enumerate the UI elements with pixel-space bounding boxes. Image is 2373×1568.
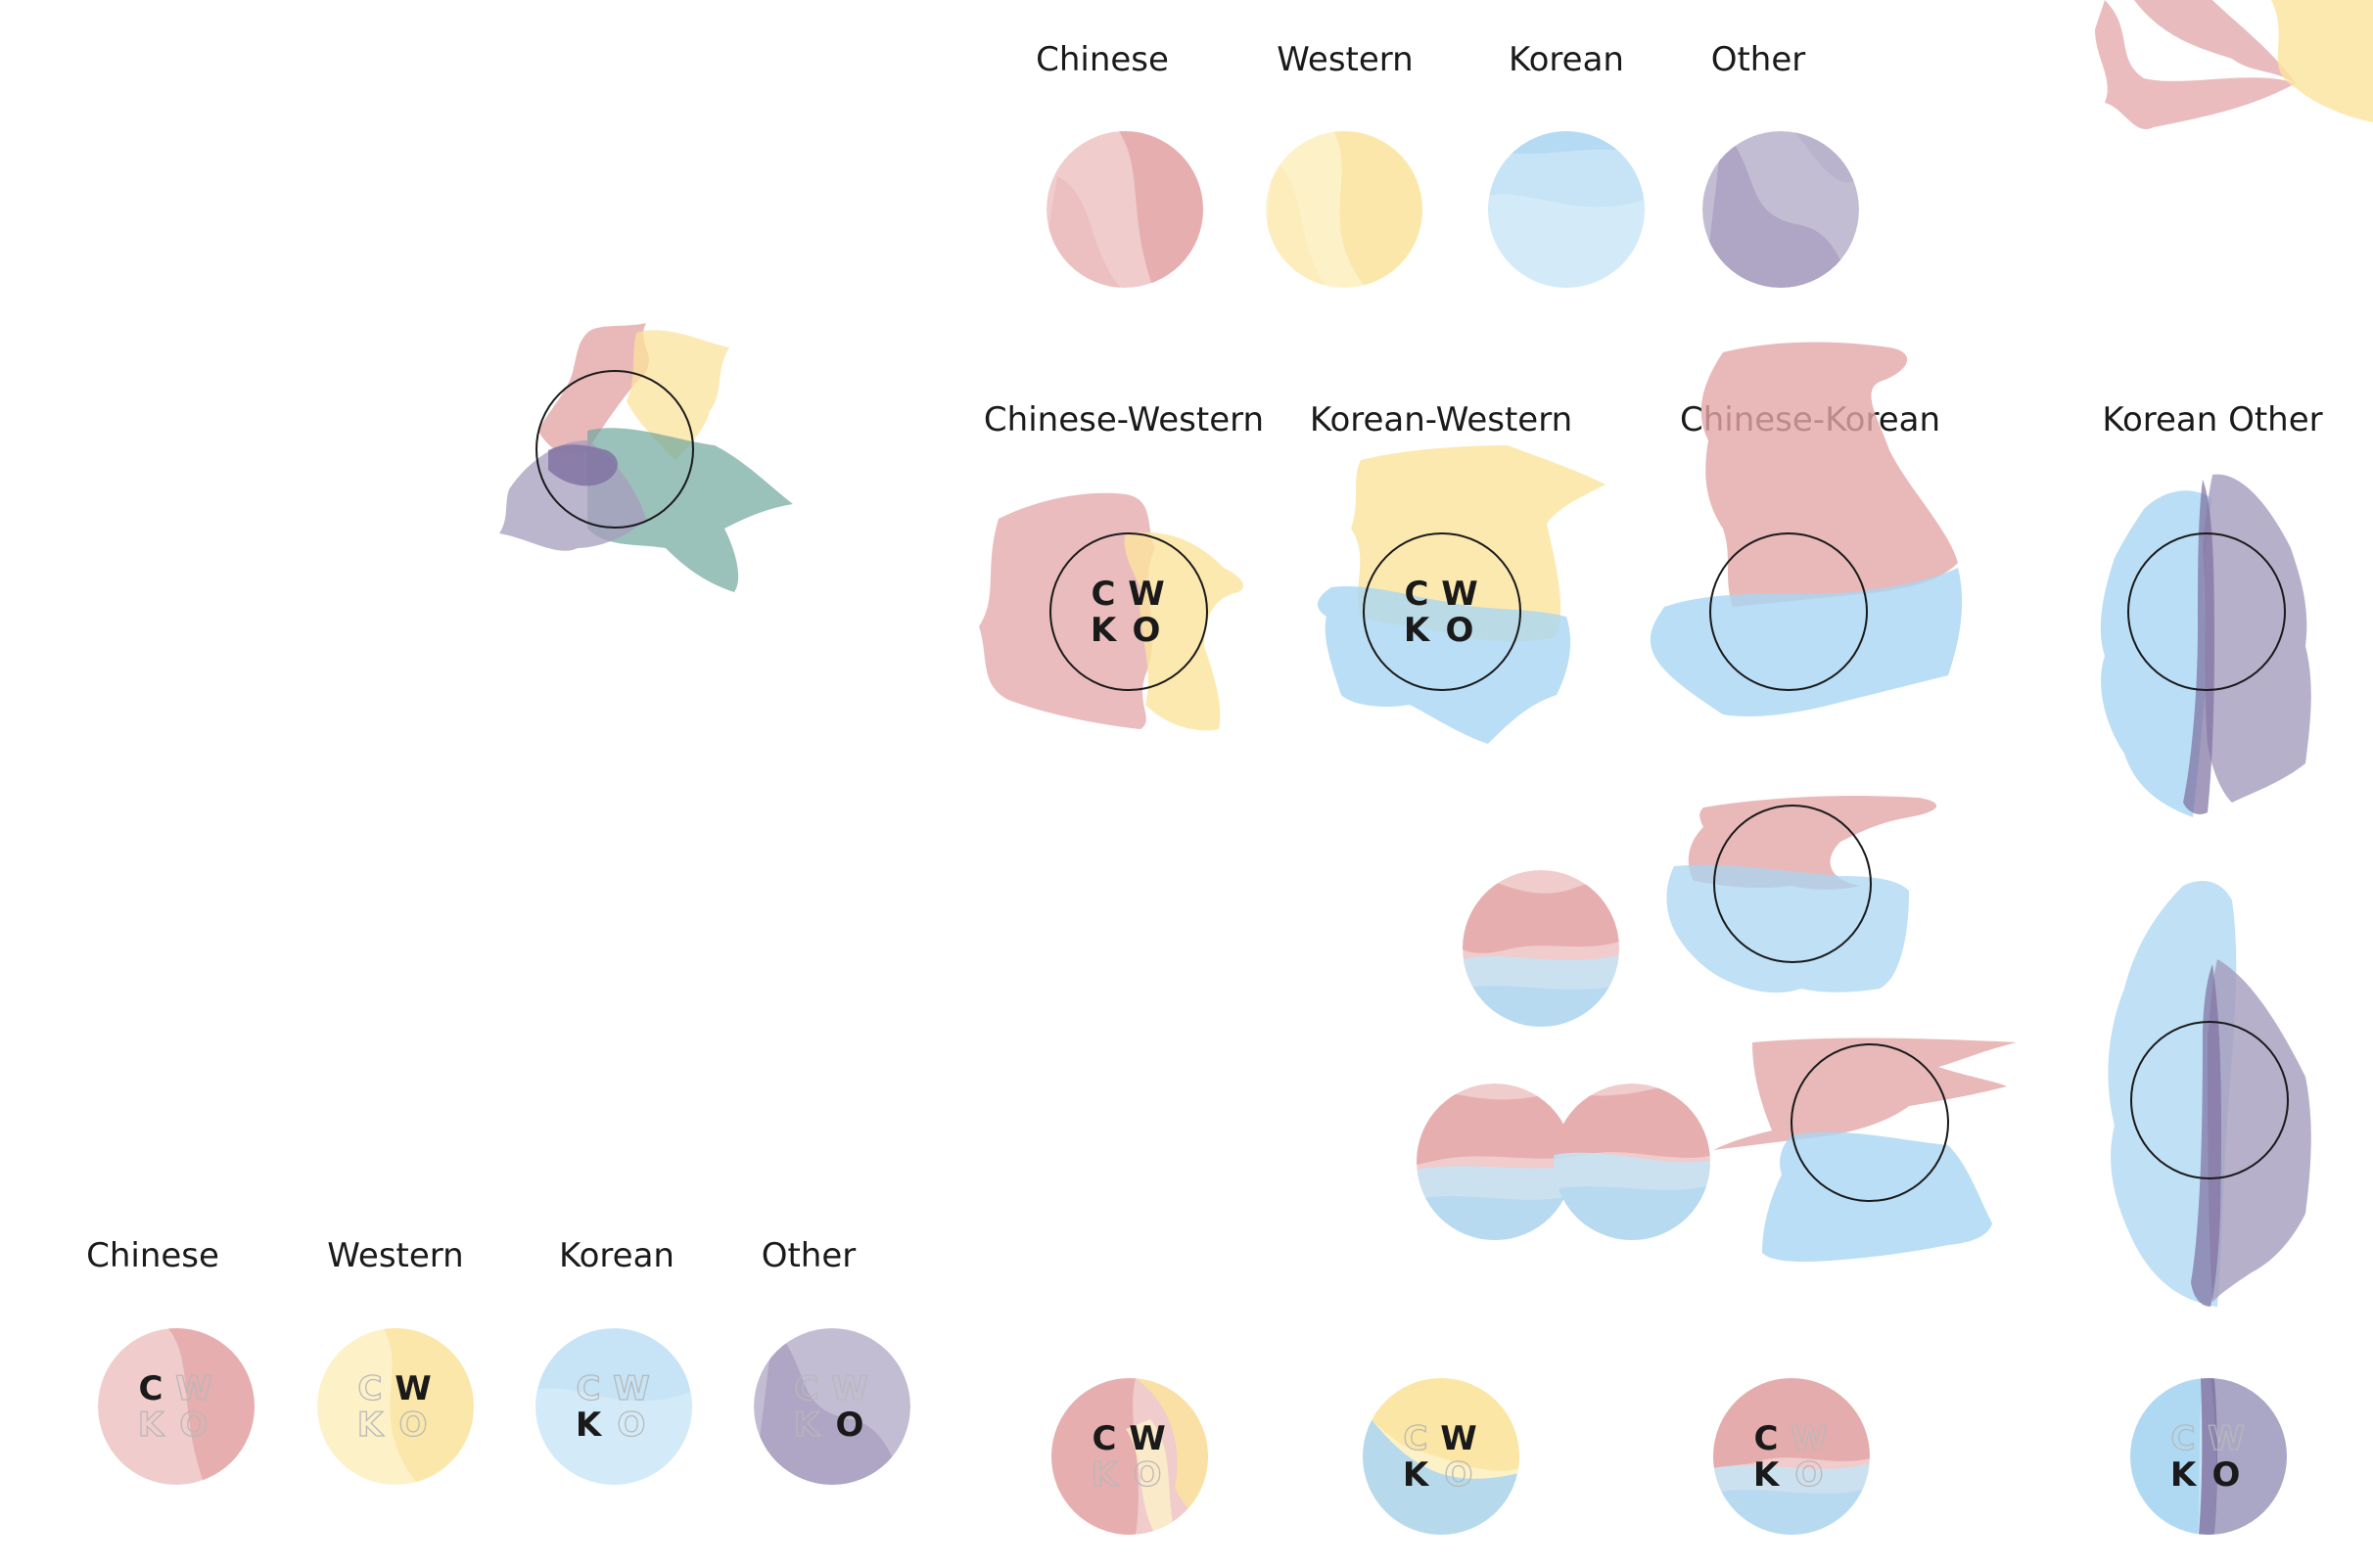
pair-label-korean-other: Korean Other [2102,400,2322,439]
b2-letter-k: K [357,1406,385,1445]
r4-letter-w: W [2208,1419,2245,1458]
korean-other-outline-middle [2130,1021,2289,1179]
bottom-legend-western-label: Western [327,1236,463,1275]
korean-western-blob: C W K O [1317,445,1605,744]
b3-letter-o: O [618,1406,646,1445]
top-legend-other-swatch [1702,131,1859,288]
chinese-korean-blob [1650,342,1963,716]
b4-letter-o: O [836,1406,864,1445]
b1-letter-w: W [175,1369,212,1408]
cw-letter-c: C [1092,575,1116,614]
korean-other-blob-top [2100,474,2311,817]
kw-letter-c: C [1405,575,1429,614]
korean-western-outline [1363,532,1521,691]
b1-letter-k: K [138,1406,165,1445]
chinese-korean-mixed-circle-2 [1417,1084,1573,1240]
top-legend-korean-swatch [1488,131,1645,288]
top-legend-other-label: Other [1711,40,1806,79]
bottom-legend-korean-circle: C W K O [535,1328,692,1485]
kw-letter-k: K [1404,611,1431,650]
cw-letter-k: K [1091,611,1118,650]
r3-letter-o: O [1795,1455,1824,1495]
pair-label-chinese-western: Chinese-Western [984,400,1264,439]
b1-letter-o: O [180,1406,209,1445]
result-row: C W K O C W K O C W K [1051,1378,2287,1535]
pair-labels: Chinese-Western Korean-Western Chinese-K… [984,400,2323,439]
result-chinese-western-circle: C W K O [1051,1378,1208,1535]
top-legend-western-label: Western [1277,40,1413,79]
r1-letter-w: W [1129,1419,1166,1458]
top-legend: Chinese Western Korean Other [1036,40,1859,288]
result-korean-other-circle: C W K O [2130,1378,2287,1535]
bottom-legend-chinese-label: Chinese [86,1236,219,1275]
b4-letter-w: W [831,1369,868,1408]
korean-other-blob-middle [2108,881,2311,1307]
cluster-outline-circle [535,370,694,529]
r4-letter-k: K [2170,1455,2198,1495]
b1-letter-c: C [139,1369,163,1408]
b3-letter-w: W [613,1369,650,1408]
bottom-legend-western-circle: C W K O [317,1328,474,1485]
kw-letter-w: W [1441,575,1478,614]
korean-other-outline-top [2127,532,2286,691]
kw-letter-o: O [1446,611,1474,650]
chinese-western-blob: C W K O [979,492,1243,731]
r1-letter-c: C [1093,1419,1117,1458]
result-korean-western-circle: C W K O [1363,1378,1519,1535]
b2-letter-c: C [358,1369,383,1408]
pair-label-korean-western: Korean-Western [1310,400,1572,439]
r2-letter-w: W [1440,1419,1477,1458]
bottom-legend: Chinese Western Korean Other C W K O C W… [86,1236,910,1485]
cw-letter-o: O [1133,611,1161,650]
top-legend-korean-label: Korean [1509,40,1624,79]
top-right-partial-blobs [2095,0,2373,130]
b2-letter-w: W [395,1369,432,1408]
cw-letter-w: W [1128,575,1165,614]
chinese-korean-spread-blob-2 [1713,1038,2017,1263]
chinese-korean-outline-mid-1 [1713,805,1872,963]
bottom-legend-korean-label: Korean [559,1236,675,1275]
b4-letter-c: C [795,1369,819,1408]
chinese-korean-mixed-circle-1 [1463,870,1619,1027]
r3-letter-w: W [1791,1419,1828,1458]
chinese-western-outline [1049,532,1208,691]
top-legend-chinese-label: Chinese [1036,40,1169,79]
mixed-cluster-all-cultures [499,323,793,592]
b2-letter-o: O [399,1406,428,1445]
r4-letter-c: C [2171,1419,2196,1458]
r2-letter-k: K [1403,1455,1430,1495]
r2-letter-o: O [1445,1455,1473,1495]
bottom-legend-other-circle: C W K O [754,1328,910,1485]
chinese-korean-outline [1709,532,1868,691]
r3-letter-c: C [1754,1419,1779,1458]
chinese-korean-spread-blob-1 [1666,796,1937,993]
bottom-legend-chinese-circle: C W K O [98,1328,255,1485]
top-legend-chinese-swatch [1047,131,1203,288]
r4-letter-o: O [2212,1455,2241,1495]
top-legend-western-swatch [1266,131,1422,288]
r1-letter-o: O [1134,1455,1162,1495]
r2-letter-c: C [1404,1419,1428,1458]
bottom-legend-other-label: Other [762,1236,857,1275]
r1-letter-k: K [1092,1455,1119,1495]
chinese-korean-outline-mid-2 [1791,1043,1949,1202]
b3-letter-k: K [576,1406,603,1445]
b3-letter-c: C [577,1369,601,1408]
result-chinese-korean-circle: C W K O [1713,1378,1870,1535]
chinese-korean-mixed-circle-3 [1554,1084,1710,1240]
b4-letter-k: K [794,1406,821,1445]
r3-letter-k: K [1753,1455,1781,1495]
